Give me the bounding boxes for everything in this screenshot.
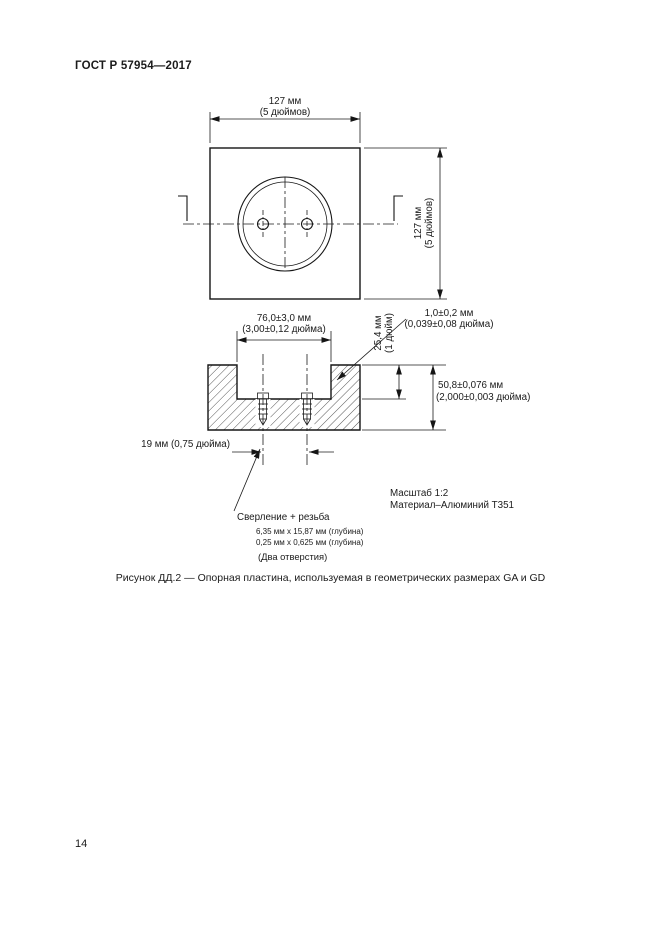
dim-plate-width-mm: 127 мм <box>269 96 302 107</box>
dim-pocket-width: 76,0±3,0 мм (3,00±0,12 дюйма) <box>236 313 332 362</box>
dim-total-height-in: (2,000±0,003 дюйма) <box>436 392 530 403</box>
dim-plate-height-mm: 127 мм <box>413 206 424 239</box>
section-outline <box>207 364 361 431</box>
dim-pocket-width-mm: 76,0±3,0 мм <box>257 313 312 324</box>
centerlines <box>183 177 398 271</box>
drill-note-size-in: 0,25 мм x 0,625 мм (глубина) <box>256 538 364 547</box>
leader-wall-thickness: 1,0±0,2 мм (0,039±0,08 дюйма) <box>336 308 494 381</box>
material-note: Материал–Алюминий Т351 <box>390 500 514 511</box>
dim-plate-height-in: (5 дюймов) <box>424 198 435 249</box>
dim-wall-in: (0,039±0,08 дюйма) <box>405 319 494 330</box>
section-cut-marks <box>178 195 403 221</box>
section-view: 76,0±3,0 мм (3,00±0,12 дюйма) 1,0±0,2 мм… <box>141 308 530 562</box>
dim-plate-height: 127 мм (5 дюймов) <box>364 147 447 300</box>
dim-total-height-mm: 50,8±0,076 мм <box>438 380 503 391</box>
dim-pocket-width-in: (3,00±0,12 дюйма) <box>242 324 325 335</box>
scale-note: Масштаб 1:2 <box>390 488 448 499</box>
dim-hole-spacing-label: 19 мм (0,75 дюйма) <box>141 439 230 450</box>
dim-plate-width-in: (5 дюймов) <box>260 107 311 118</box>
dim-pocket-depth-mm: 25,4 мм <box>373 315 384 351</box>
dim-hole-spacing: 19 мм (0,75 дюйма) <box>141 439 334 455</box>
figure-caption: Рисунок ДД.2 — Опорная пластина, использ… <box>115 572 546 584</box>
dim-wall-mm: 1,0±0,2 мм <box>425 308 474 319</box>
dim-pocket-depth: 25,4 мм (1 дюйм) <box>362 313 406 400</box>
page-number: 14 <box>75 838 88 850</box>
drill-note-count: (Два отверстия) <box>258 551 327 562</box>
page-header: ГОСТ Р 57954—2017 <box>75 60 192 72</box>
drawing-notes: Масштаб 1:2 Материал–Алюминий Т351 <box>390 488 514 511</box>
section-centerlines <box>262 354 308 466</box>
dim-pocket-depth-in: (1 дюйм) <box>384 313 395 353</box>
top-view: 127 мм (5 дюймов) 127 мм (5 дюймов) <box>178 96 447 300</box>
drill-note-label: Сверление + резьба <box>237 512 330 523</box>
dim-plate-width: 127 мм (5 дюймов) <box>209 96 361 143</box>
plate-outline <box>209 147 361 300</box>
drill-note: Сверление + резьба 6,35 мм x 15,87 мм (г… <box>233 448 364 562</box>
drill-note-size-mm: 6,35 мм x 15,87 мм (глубина) <box>256 527 364 536</box>
dim-total-height: 50,8±0,076 мм (2,000±0,003 дюйма) <box>362 364 530 431</box>
technical-drawing: 127 мм (5 дюймов) 127 мм (5 дюймов) <box>141 96 530 562</box>
